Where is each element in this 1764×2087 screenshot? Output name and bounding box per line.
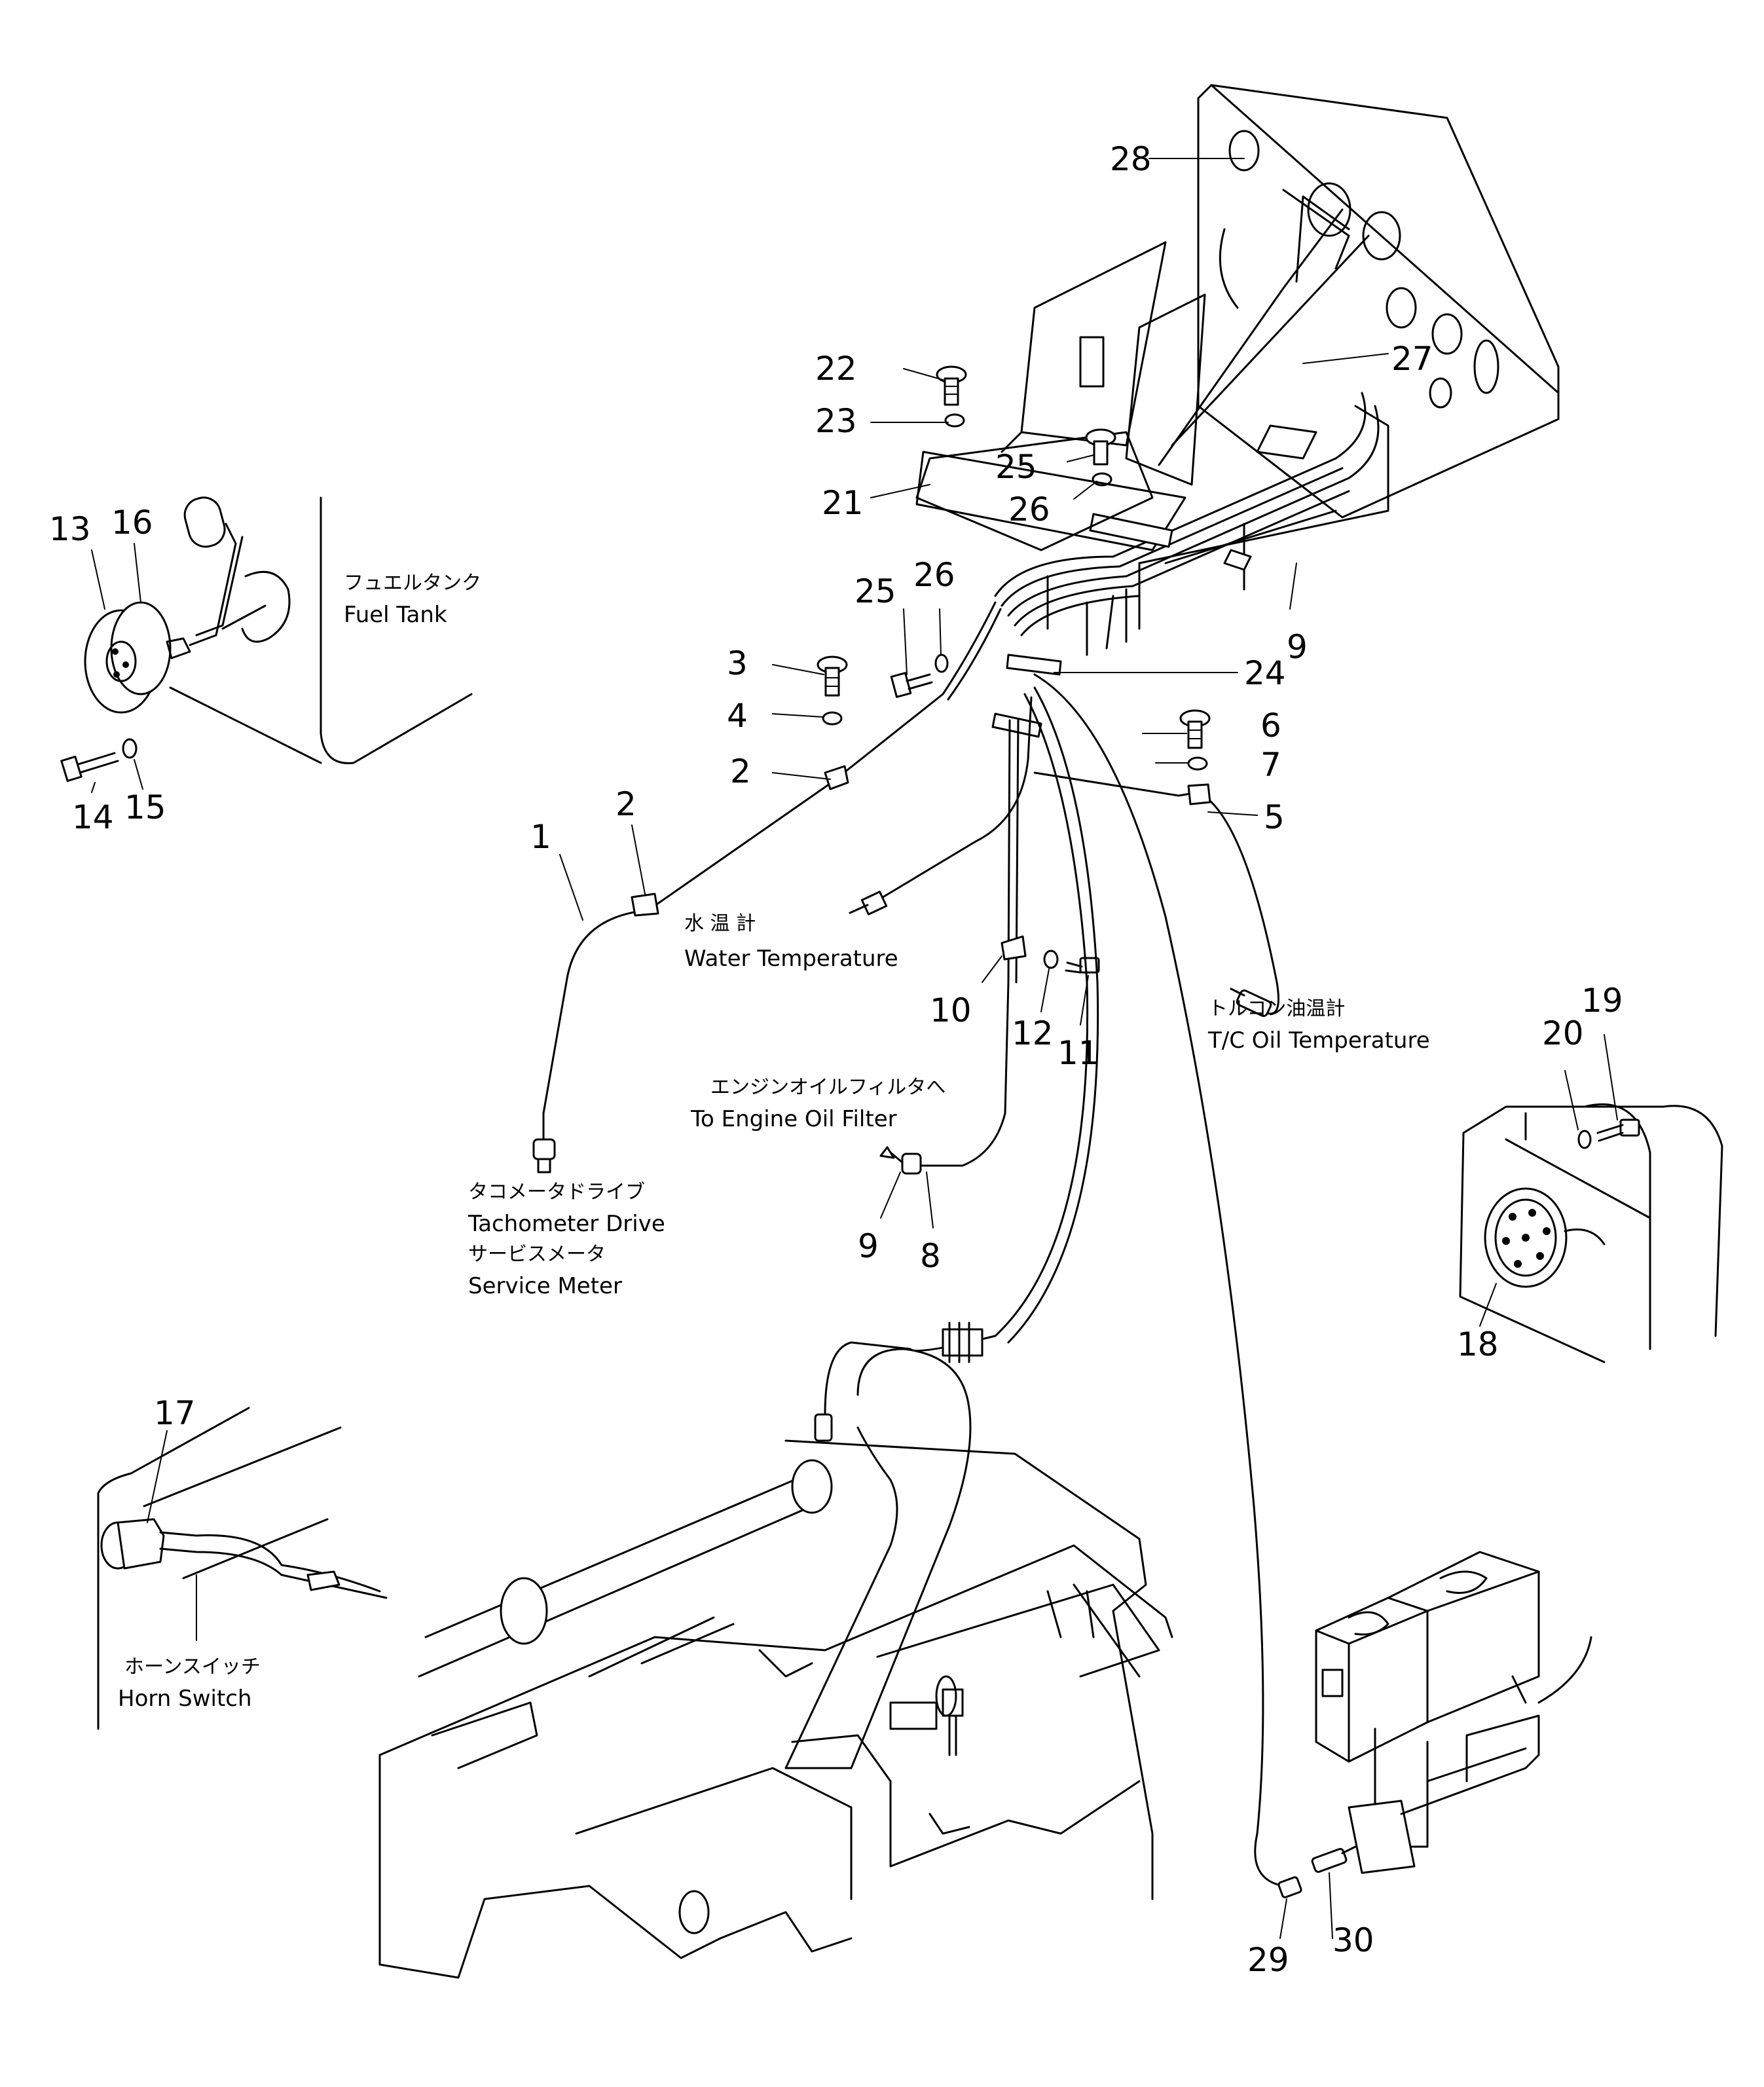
callout-3: 3 xyxy=(727,644,748,682)
callout-9b: 9 xyxy=(858,1227,879,1265)
bolt-19 xyxy=(1596,1118,1640,1142)
bolt-22 xyxy=(936,365,967,406)
bolt-25-upper xyxy=(1085,428,1116,466)
tc-oil-temperature-lead xyxy=(1033,771,1279,1015)
washer-15 xyxy=(122,738,138,759)
callout-9a: 9 xyxy=(1287,628,1308,666)
callout-13: 13 xyxy=(49,510,91,548)
washer-7 xyxy=(1187,756,1208,771)
pump-cable-29 xyxy=(1033,673,1285,1887)
bolt-6 xyxy=(1179,709,1211,749)
callout-10: 10 xyxy=(930,991,972,1029)
callout-2b: 2 xyxy=(730,752,751,790)
washer-26-lower xyxy=(934,654,949,673)
service-meter-label: Service Meter xyxy=(468,1273,622,1299)
callout-19: 19 xyxy=(1581,982,1623,1020)
engine-sensor xyxy=(814,1413,833,1442)
callout-25b: 25 xyxy=(854,572,896,610)
tc-oil-sensor xyxy=(1230,988,1272,1017)
callout-5: 5 xyxy=(1264,798,1285,836)
tc-oil-temperature-label-jp: トルコン油温計 xyxy=(1208,997,1345,1020)
washer-4 xyxy=(822,711,843,726)
washer-26-upper xyxy=(1092,472,1112,487)
callout-8: 8 xyxy=(920,1237,941,1275)
engine-oil-line-8 xyxy=(915,719,1011,1167)
tachometer-drive-fitting xyxy=(532,1138,556,1173)
clamp-2-upper xyxy=(824,765,849,790)
water-temperature-sensor xyxy=(849,891,888,915)
callout-4: 4 xyxy=(727,697,748,735)
tachometer-drive-label-jp: タコメータドライブ xyxy=(468,1181,645,1204)
sensor-30 xyxy=(1311,1845,1357,1873)
callout-22: 22 xyxy=(815,350,857,388)
clamp-5 xyxy=(1187,783,1211,805)
callout-23: 23 xyxy=(815,402,857,440)
callout-16: 16 xyxy=(111,504,153,542)
callout-11: 11 xyxy=(1057,1034,1099,1072)
callout-20: 20 xyxy=(1542,1014,1584,1052)
callout-18: 18 xyxy=(1457,1325,1499,1363)
caption-labels: フュエルタンク Fuel Tank 水 温 計 Water Temperatur… xyxy=(118,572,1430,1712)
callout-28: 28 xyxy=(1110,140,1152,178)
horn-switch-17 xyxy=(100,1518,388,1599)
callout-6: 6 xyxy=(1260,707,1281,745)
water-temperature-label: Water Temperature xyxy=(684,946,898,972)
callout-30: 30 xyxy=(1332,1921,1374,1959)
callout-27: 27 xyxy=(1391,340,1433,378)
leader-lines xyxy=(147,158,1618,1523)
wire-bundle xyxy=(994,392,1380,637)
engine-oil-filter-label: To Engine Oil Filter xyxy=(690,1106,897,1132)
callout-numbers: 1 2 2 3 4 5 6 7 8 9 9 10 11 12 13 14 15 … xyxy=(49,140,1623,1979)
service-meter-group xyxy=(1459,1103,1723,1363)
callout-12: 12 xyxy=(1012,1014,1054,1052)
instrument-panel xyxy=(1158,84,1560,519)
engine-oil-filter-label-jp: エンジンオイルフィルタへ xyxy=(710,1076,946,1099)
callout-24: 24 xyxy=(1244,654,1286,692)
callout-25a: 25 xyxy=(995,448,1037,486)
bolt-25-lower xyxy=(890,672,933,698)
callout-21: 21 xyxy=(822,484,864,522)
washer-23 xyxy=(944,413,965,428)
washer-20 xyxy=(1577,1130,1592,1149)
console-bracket xyxy=(915,241,1206,551)
water-temperature-lead xyxy=(876,696,1033,902)
horn-switch-label-jp: ホーンスイッチ xyxy=(124,1655,261,1678)
fuel-gauge-sender xyxy=(84,496,291,714)
engine-cable xyxy=(820,693,1089,1442)
clamp-engine xyxy=(942,1321,983,1363)
callout-2a: 2 xyxy=(616,785,636,823)
callout-26a: 26 xyxy=(1008,490,1050,528)
horn-switch-label: Horn Switch xyxy=(118,1686,252,1712)
fuel-tank-group xyxy=(60,496,473,793)
engine-block xyxy=(378,1348,1173,1979)
bolt-14 xyxy=(60,752,119,783)
water-temperature-label-jp: 水 温 計 xyxy=(684,912,756,935)
service-meter-label-jp: サービスメータ xyxy=(468,1243,606,1266)
fuel-tank-label-jp: フュエルタンク xyxy=(344,572,481,595)
horn-switch-group xyxy=(97,1407,388,1730)
pump-group xyxy=(1277,1551,1592,1939)
callout-14: 14 xyxy=(72,798,114,836)
fitting-9-lower xyxy=(901,1153,922,1175)
callout-26b: 26 xyxy=(913,556,955,594)
callout-29: 29 xyxy=(1247,1941,1289,1979)
clamp-10 xyxy=(1001,935,1027,961)
washer-12 xyxy=(1043,950,1059,969)
tc-oil-temperature-label: T/C Oil Temperature xyxy=(1207,1027,1430,1054)
clamp-2-lower xyxy=(631,893,659,917)
callout-1: 1 xyxy=(530,818,551,856)
bolt-11 xyxy=(1065,957,1100,974)
callout-15: 15 xyxy=(124,788,166,826)
connector-29 xyxy=(1277,1876,1302,1898)
fuel-tank-label: Fuel Tank xyxy=(344,602,447,628)
callout-17: 17 xyxy=(154,1394,196,1432)
callout-7: 7 xyxy=(1260,746,1281,784)
tachometer-drive-label: Tachometer Drive xyxy=(468,1211,665,1237)
bolt-3 xyxy=(817,656,848,697)
